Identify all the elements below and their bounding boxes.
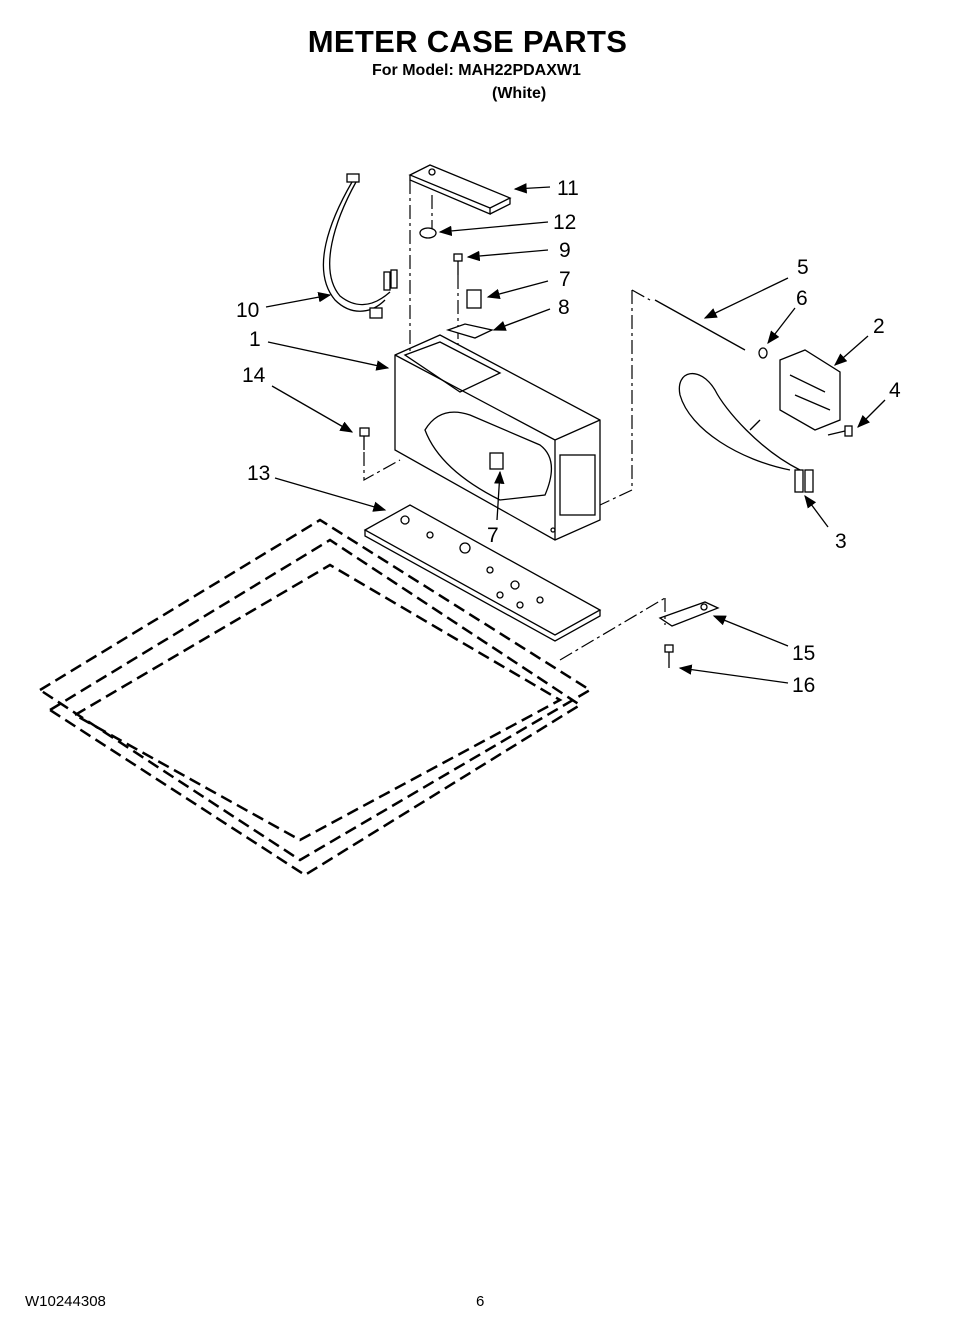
callout-10: 10 — [236, 299, 259, 322]
callout-9: 9 — [559, 239, 571, 262]
callout-2: 2 — [873, 315, 885, 338]
part-5-shaft — [654, 299, 746, 351]
part-7-switch-lower — [489, 452, 504, 470]
callout-5: 5 — [797, 256, 809, 279]
callout-7: 7 — [559, 268, 571, 291]
callout-11: 11 — [557, 177, 579, 200]
page-title: METER CASE PARTS — [307, 24, 628, 59]
part-1-meter-case — [394, 334, 601, 541]
model-line: For Model: MAH22PDAXW1 — [372, 62, 581, 79]
callout-7-lower: 7 — [487, 524, 499, 547]
callout-6: 6 — [796, 287, 808, 310]
part-10-wire-harness — [322, 173, 398, 319]
callout-3: 3 — [835, 530, 847, 553]
part-3-wire-harness — [678, 372, 814, 493]
page-number: 6 — [476, 1293, 485, 1310]
part-13-control-plate — [363, 504, 602, 642]
color-line: (White) — [492, 85, 547, 102]
callout-8: 8 — [558, 296, 570, 319]
part-12-clip — [419, 227, 437, 239]
base-tray-outline — [37, 518, 593, 877]
callout-16: 16 — [792, 674, 815, 697]
callout-13: 13 — [247, 462, 270, 485]
callout-12: 12 — [553, 211, 576, 234]
callout-15: 15 — [792, 642, 815, 665]
part-2-meter-assembly — [779, 349, 841, 431]
part-16-screw — [664, 644, 674, 668]
part-11-top-cover — [408, 164, 512, 215]
leader-arrows — [265, 183, 886, 684]
callout-1: 1 — [249, 328, 261, 351]
part-6-washer — [758, 347, 768, 359]
part-7-switch — [466, 289, 482, 309]
part-14-screw — [359, 427, 401, 482]
callout-4: 4 — [889, 379, 901, 402]
part-15-bracket — [658, 601, 720, 627]
part-8-pad — [445, 323, 494, 339]
callout-14: 14 — [242, 364, 266, 387]
part-4-screw — [827, 425, 853, 437]
document-number: W10244308 — [25, 1293, 106, 1310]
